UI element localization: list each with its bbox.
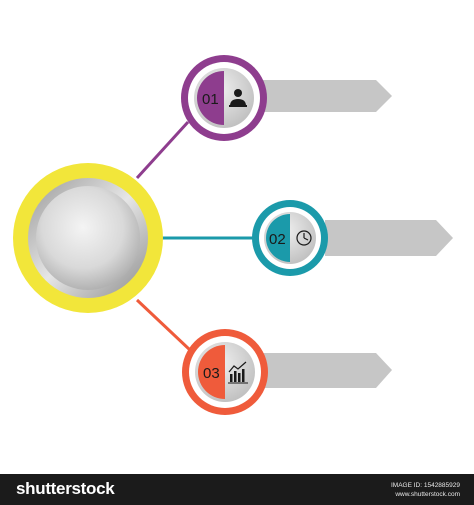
clock-icon — [296, 230, 312, 246]
connector-line-01 — [135, 120, 190, 180]
arrow-banner-02 — [325, 220, 453, 256]
chart-icon — [228, 361, 248, 384]
site-url: www.shutterstock.com — [395, 491, 460, 498]
infographic-diagram: 01 02 03 — [13, 55, 453, 415]
image-id-info: IMAGE ID: 1542885929 www.shutterstock.co… — [391, 481, 460, 499]
node-03: 03 — [182, 329, 268, 415]
image-id: IMAGE ID: 1542885929 — [390, 482, 460, 489]
node-02: 02 — [252, 200, 328, 276]
arrow-banner-03 — [262, 353, 392, 388]
node-number-03: 03 — [203, 365, 220, 382]
node-01: 01 — [181, 55, 267, 141]
person-icon — [229, 89, 247, 107]
brand-logo: shutterstock — [16, 479, 115, 498]
hub-circle — [13, 163, 163, 313]
stock-footer-bar: shutterstock IMAGE ID: 1542885929 www.sh… — [0, 474, 474, 505]
arrow-banner-01 — [262, 80, 392, 112]
connector-line-03 — [135, 298, 192, 352]
node-number-02: 02 — [269, 231, 286, 248]
node-number-01: 01 — [202, 91, 219, 108]
